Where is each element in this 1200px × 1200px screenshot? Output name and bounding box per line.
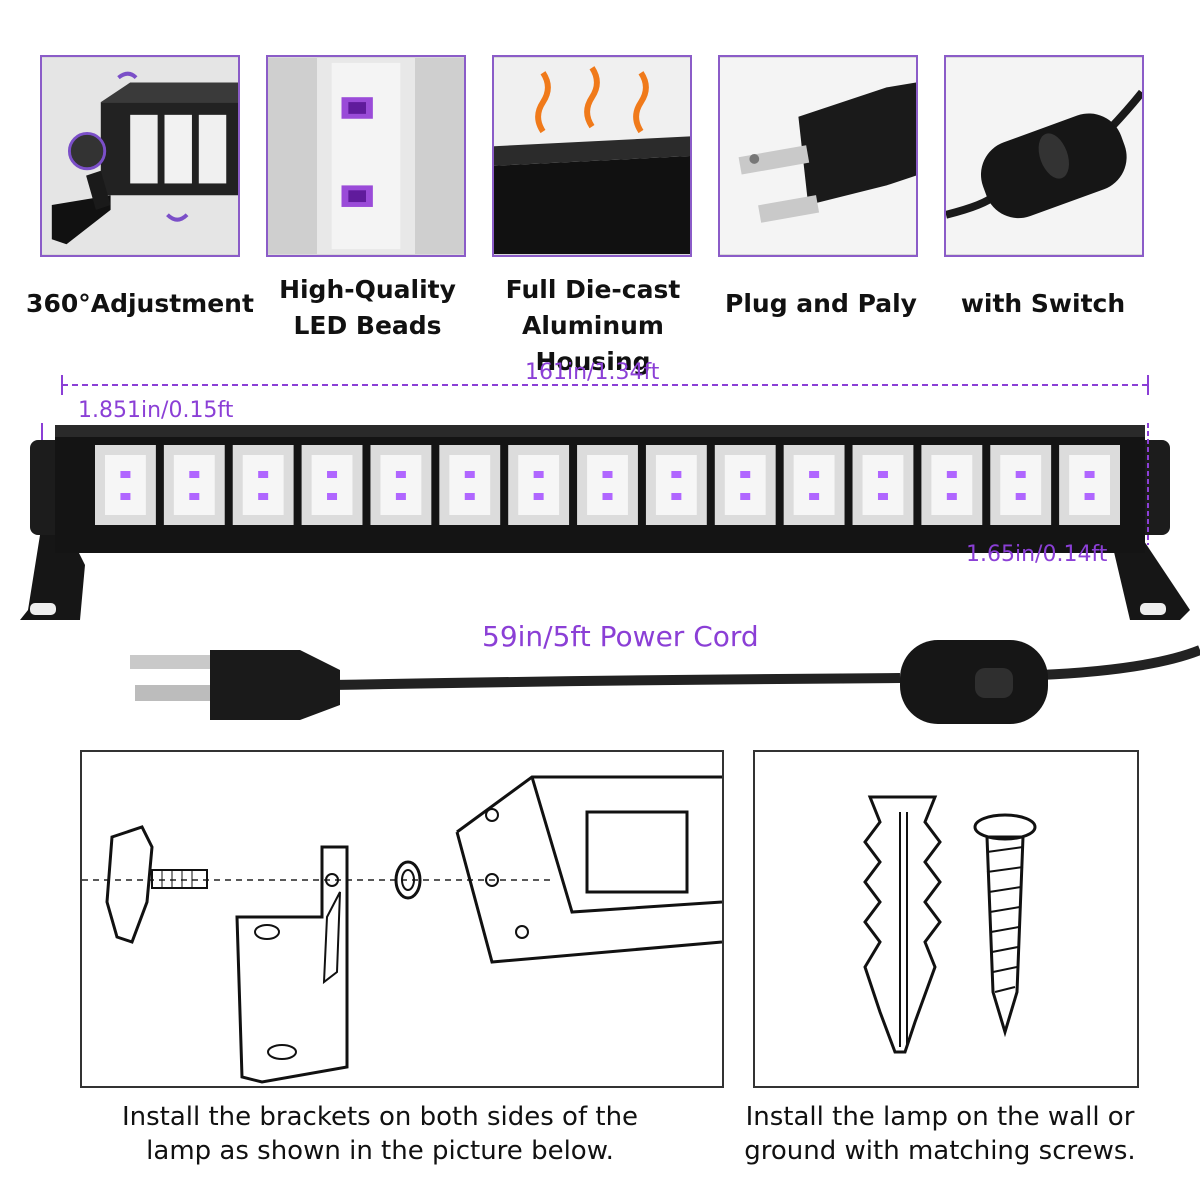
inline-switch [900,640,1048,724]
led-beads-icon [268,58,464,254]
plug-icon [720,58,916,254]
led-chip [740,493,751,500]
led-module [301,445,363,525]
led-module [921,445,983,525]
led-module [714,445,776,525]
feature-thumb-adjustment [40,55,240,257]
plug-body [210,650,340,720]
uv-light-bar [20,423,1190,620]
bracket-install-diagram [80,750,724,1088]
feature-thumb-plug [718,55,918,257]
caption-adjustment: 360°Adjustment [26,289,254,318]
feature-thumb-switch [944,55,1144,257]
led-module [852,445,914,525]
switch-icon [946,58,1142,254]
led-chip [533,471,544,478]
length-dimension-line [61,375,1149,395]
width-label: 1.851in/0.15ft [78,398,234,423]
led-chip [327,493,338,500]
led-chip [809,493,820,500]
led-module [370,445,432,525]
led-module [1059,445,1120,525]
led-chip [946,471,957,478]
led-chip [327,471,338,478]
led-chip [1015,471,1026,478]
bracket-rotate-icon [42,58,238,254]
led-chip [189,493,200,500]
led-chip [120,493,131,500]
led-chip [395,493,406,500]
led-chip [1084,471,1095,478]
power-cord [130,640,1200,724]
led-chip [877,493,888,500]
caption-plug: Plug and Paly [725,289,917,318]
led-chip [1015,493,1026,500]
led-chip [464,493,475,500]
led-row [95,445,1120,525]
caption-switch: with Switch [960,289,1126,318]
led-chip [533,493,544,500]
led-chip [809,471,820,478]
length-label: 161in/1.34ft [525,360,660,385]
led-module [95,445,156,525]
led-chip [602,493,613,500]
bracket-exploded-view [82,775,722,1084]
wall-install-diagram [753,750,1139,1088]
caption-housing: Full Die-cast Aluminum Housing [505,275,681,376]
led-module [577,445,638,525]
led-chip [1084,493,1095,500]
led-module [645,445,707,525]
led-chip [877,471,888,478]
height-label: 1.65in/0.14ft [966,542,1108,567]
led-chip [671,493,682,500]
bracket-instructions: Install the brackets on both sides of th… [121,1102,639,1166]
led-module [163,445,225,525]
led-chip [120,471,131,478]
led-module [990,445,1052,525]
feature-thumb-led [266,55,466,257]
led-module [783,445,845,525]
led-chip [602,471,613,478]
led-chip [464,471,475,478]
led-module [508,445,570,525]
wall-instructions: Install the lamp on the wall or ground w… [744,1102,1136,1166]
caption-led-beads: High-Quality LED Beads [279,275,456,340]
led-module [439,445,501,525]
led-chip [671,471,682,478]
cord-label: 59in/5ft Power Cord [482,620,759,653]
led-chip [258,493,269,500]
led-chip [740,471,751,478]
heat-dissipation-icon [494,58,690,254]
led-chip [189,471,200,478]
led-module [232,445,294,525]
screws-anchor-view [863,795,1037,1054]
led-chip [395,471,406,478]
feature-thumb-housing [492,55,692,257]
led-chip [258,471,269,478]
led-chip [946,493,957,500]
